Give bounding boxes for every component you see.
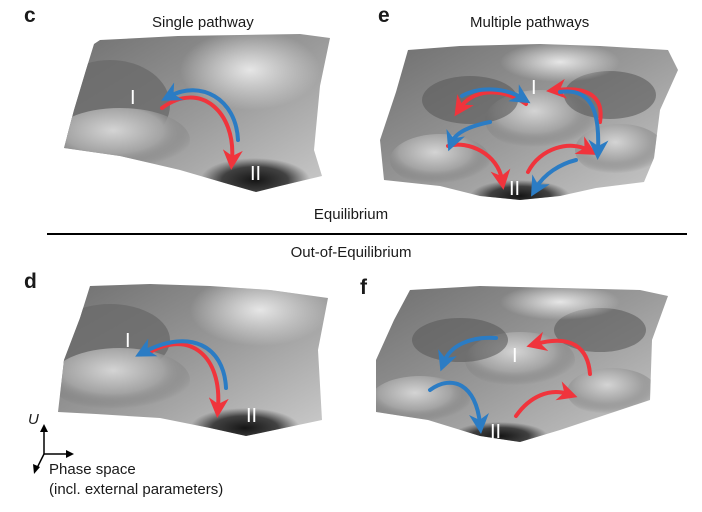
panel-title-multiple-pathways: Multiple pathways xyxy=(470,14,590,31)
state-label-II-f: II xyxy=(490,421,501,443)
equilibrium-divider xyxy=(47,233,687,235)
arrows-blue-e xyxy=(446,84,609,197)
state-label-II-d: II xyxy=(246,405,257,427)
arrow-red-d xyxy=(148,342,229,418)
state-label-I-d: I xyxy=(125,330,131,352)
axis-phase-space-label: Phase space xyxy=(49,461,136,478)
panel-letter-d: d xyxy=(24,270,37,293)
panel-letter-c: c xyxy=(24,4,36,27)
axes-indicator xyxy=(33,424,74,474)
landscape-surface-c xyxy=(64,34,330,192)
arrow-blue-c xyxy=(161,82,240,142)
out-of-equilibrium-label: Out-of-Equilibrium xyxy=(290,244,412,261)
state-label-I-e: I xyxy=(531,77,537,99)
state-label-I-f: I xyxy=(512,345,518,367)
panel-title-single-pathway: Single pathway xyxy=(152,14,254,31)
state-label-I-c: I xyxy=(130,87,136,109)
axis-u-label: U xyxy=(28,411,39,428)
landscape-surface-d xyxy=(58,284,328,436)
arrow-red-c xyxy=(160,95,243,170)
landscape-surface-f xyxy=(376,286,668,442)
state-label-II-c: II xyxy=(250,163,261,185)
axis-depth-arrow xyxy=(33,464,40,474)
arrows-blue-f xyxy=(428,335,498,434)
landscape-surface-e xyxy=(380,44,678,200)
axis-x-arrow xyxy=(66,450,74,458)
axis-u-arrow xyxy=(40,424,48,432)
panel-letter-f: f xyxy=(360,276,367,299)
axis-phase-space-sub-label: (incl. external parameters) xyxy=(49,481,224,498)
equilibrium-label: Equilibrium xyxy=(313,206,389,223)
arrow-blue-d xyxy=(135,338,228,390)
state-label-II-e: II xyxy=(509,178,520,200)
arrows-red-f xyxy=(514,331,592,418)
arrows-red-e xyxy=(446,78,603,190)
panel-letter-e: e xyxy=(378,4,390,27)
